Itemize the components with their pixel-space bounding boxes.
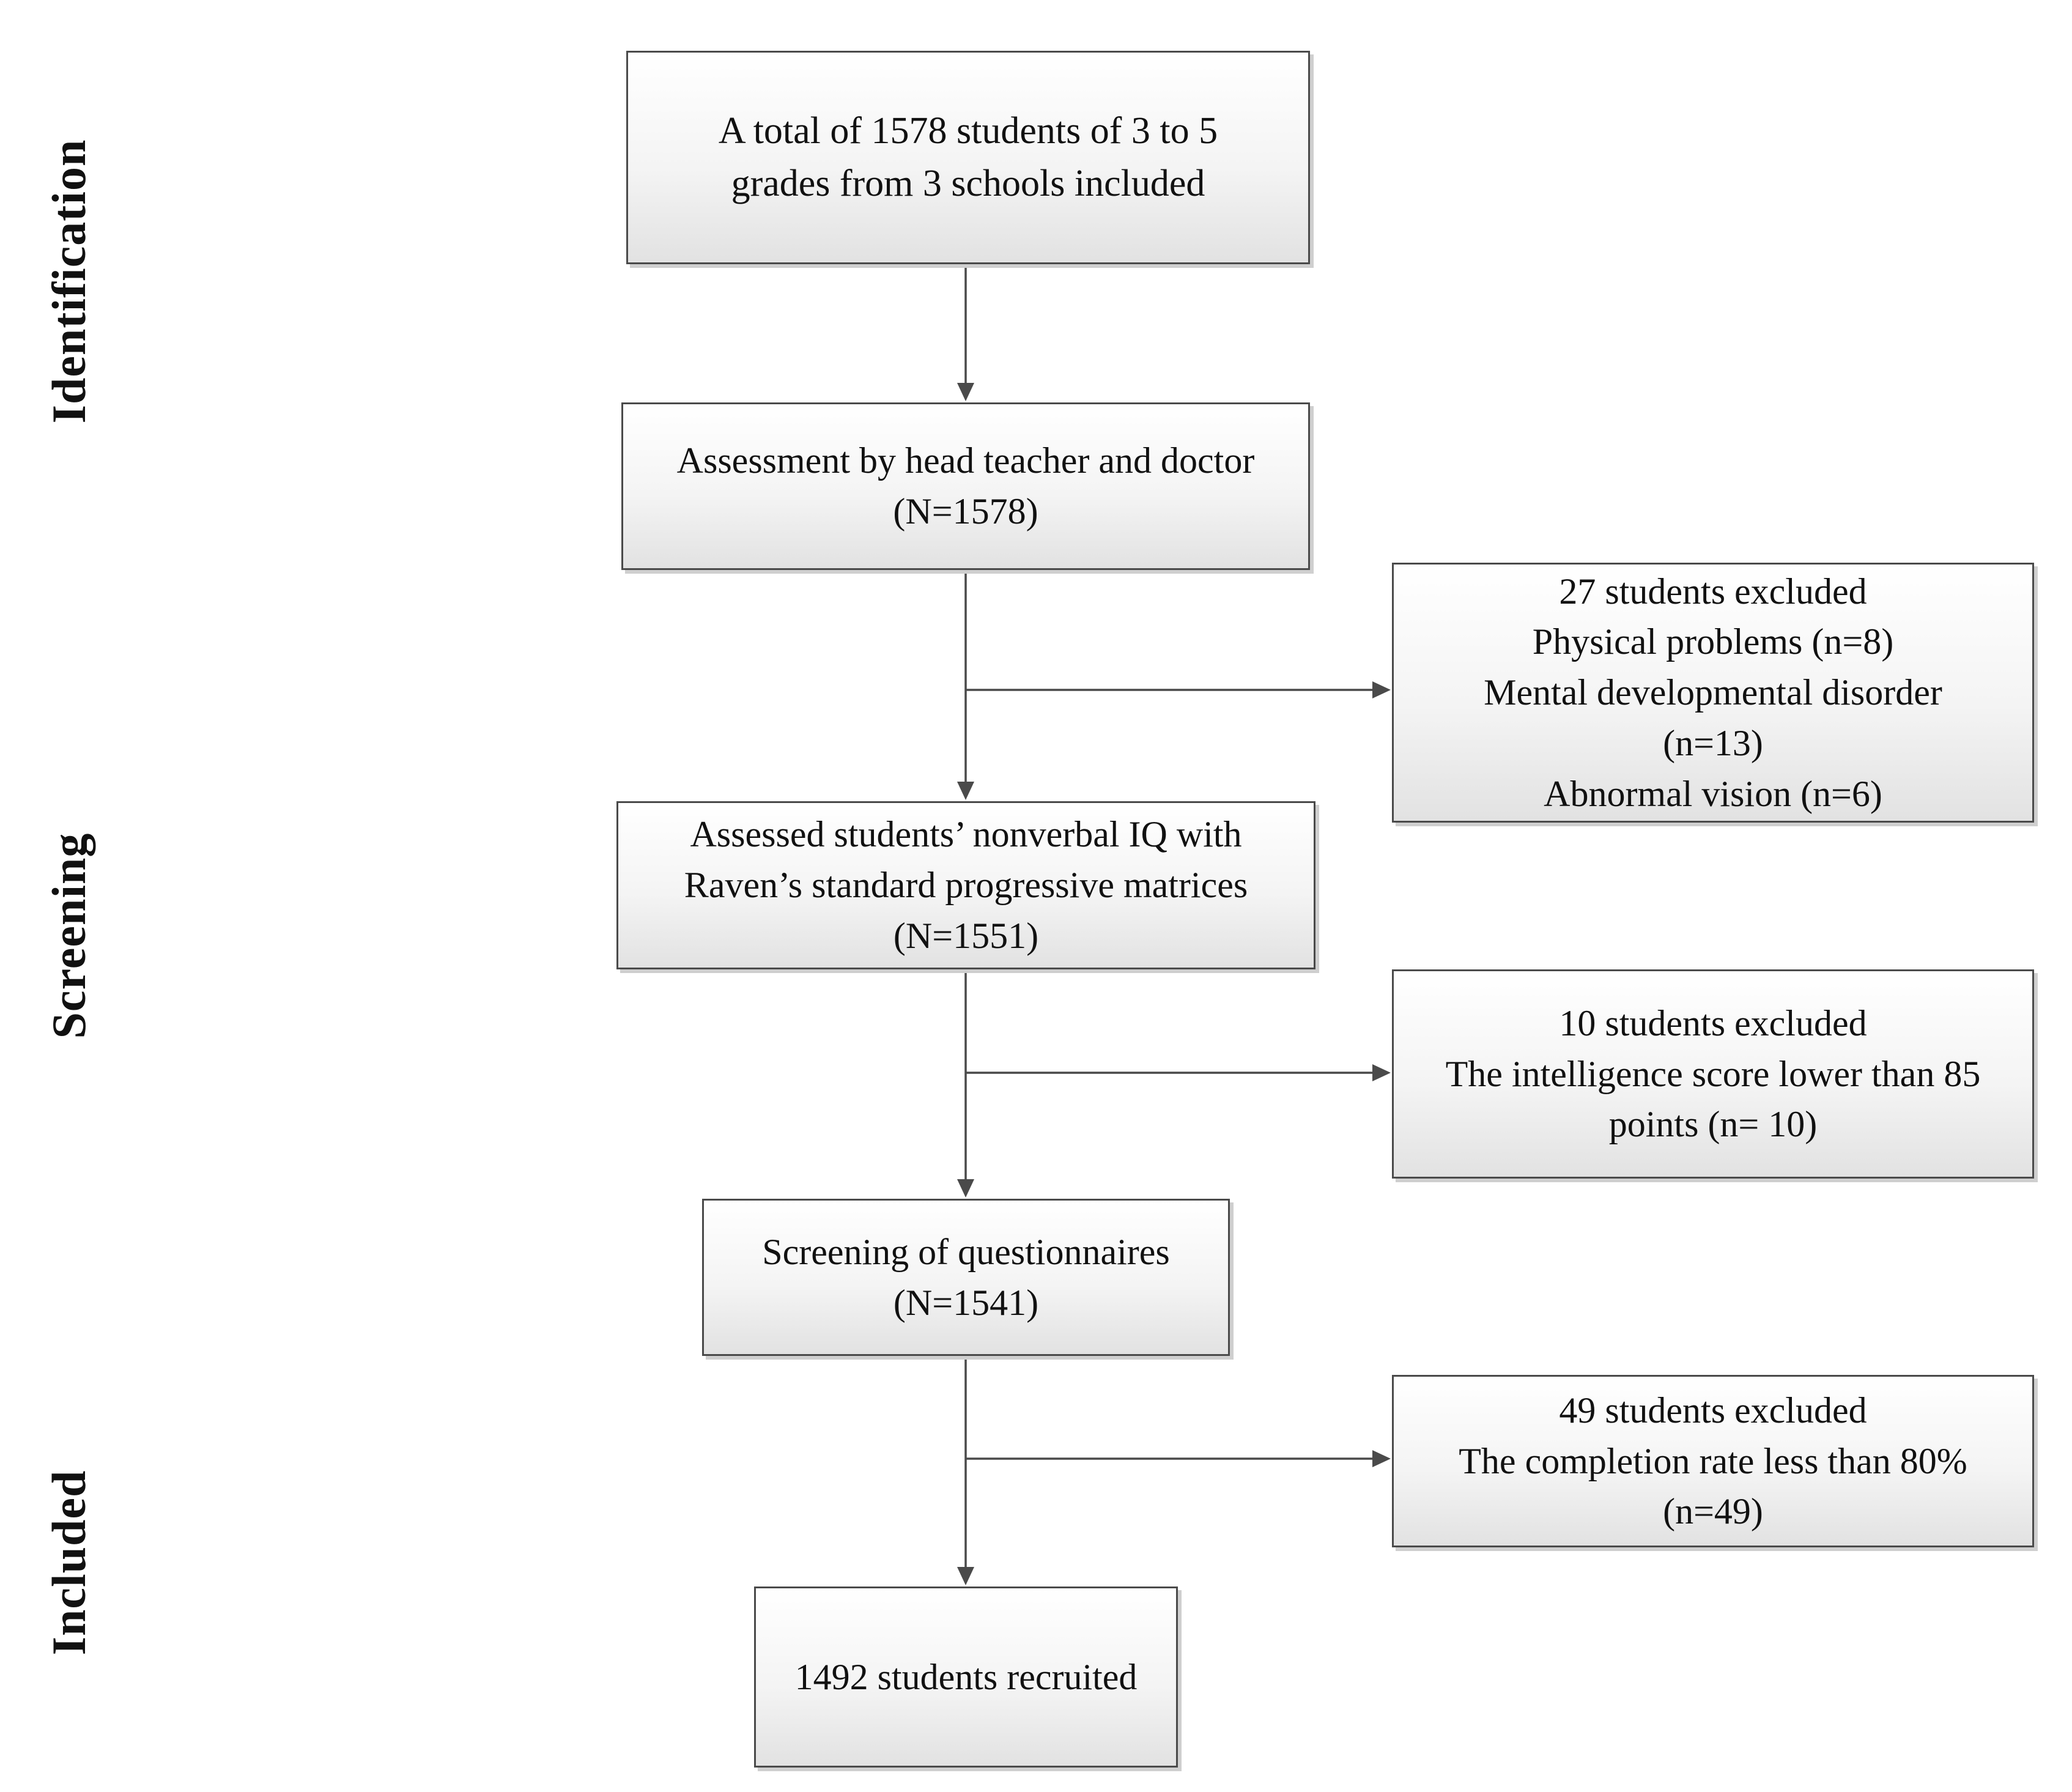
arrowhead-right-1 [1372,681,1391,698]
box-questionnaires: Screening of questionnaires (N=1541) [702,1199,1230,1356]
box-iq-line2: Raven’s standard progressive matrices [684,865,1248,906]
arrowhead-right-3 [1372,1450,1391,1467]
exclusion-3-line3: (n=49) [1663,1491,1763,1532]
exclusion-2-line3: points (n= 10) [1608,1104,1818,1145]
arrowhead-down-4 [957,1567,974,1585]
box-exclusion-1: 27 students excluded Physical problems (… [1392,563,2034,823]
exclusion-3-line1: 49 students excluded [1559,1390,1867,1431]
box-recruited: 1492 students recruited [754,1587,1178,1768]
arrowhead-down-3 [957,1179,974,1198]
exclusion-1-line2: Physical problems (n=8) [1532,621,1894,662]
box-questionnaires-line2: (N=1541) [893,1282,1039,1323]
box-total-students: A total of 1578 students of 3 to 5 grade… [626,51,1310,264]
box-iq-assessment: Assessed students’ nonverbal IQ with Rav… [616,801,1315,969]
exclusion-2-line2: The intelligence score lower than 85 [1445,1053,1981,1094]
box-total-line1: A total of 1578 students of 3 to 5 [718,109,1218,152]
exclusion-1-line4: (n=13) [1663,722,1763,763]
box-assessment-line2: (N=1578) [893,491,1038,531]
box-iq-line3: (N=1551) [893,915,1039,956]
box-questionnaires-line1: Screening of questionnaires [762,1231,1170,1272]
exclusion-2-line1: 10 students excluded [1559,1002,1867,1043]
box-exclusion-2: 10 students excluded The intelligence sc… [1392,969,2034,1179]
exclusion-3-line2: The completion rate less than 80% [1459,1440,1967,1481]
box-assessment-line1: Assessment by head teacher and doctor [676,440,1255,481]
exclusion-1-line1: 27 students excluded [1559,571,1867,612]
box-total-line2: grades from 3 schools included [731,162,1205,204]
box-recruited-line1: 1492 students recruited [794,1656,1138,1697]
box-iq-line1: Assessed students’ nonverbal IQ with [690,814,1242,855]
arrowhead-down-2 [957,782,974,800]
box-exclusion-3: 49 students excluded The completion rate… [1392,1375,2034,1547]
exclusion-1-line5: Abnormal vision (n=6) [1544,773,1882,814]
arrowhead-down-1 [957,383,974,401]
arrowhead-right-2 [1372,1064,1391,1081]
exclusion-1-line3: Mental developmental disorder [1484,672,1942,713]
box-assessment: Assessment by head teacher and doctor (N… [621,402,1310,570]
